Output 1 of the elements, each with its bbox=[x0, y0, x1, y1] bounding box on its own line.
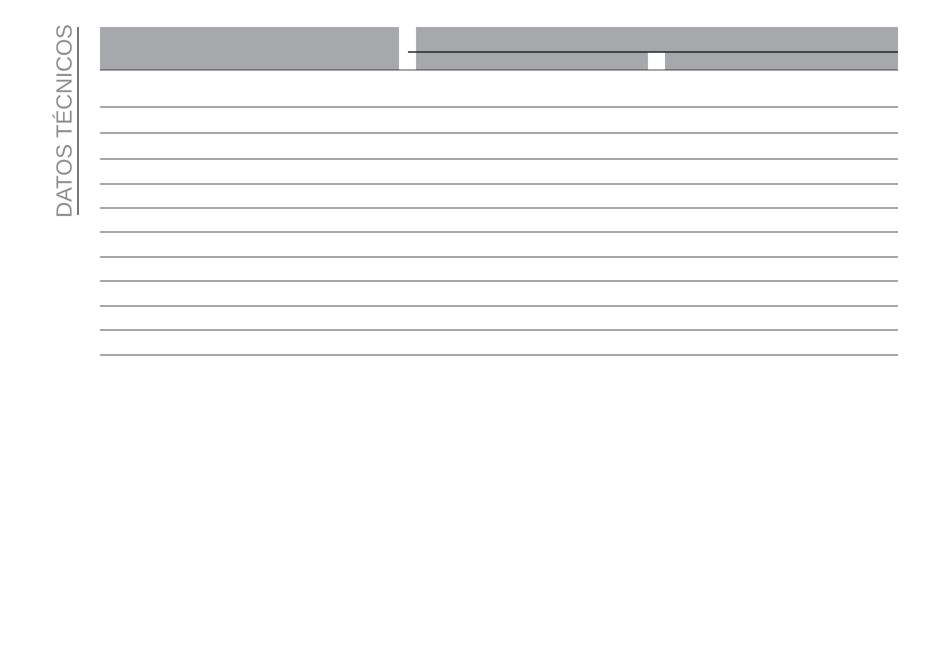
section-title: DATOS TÉCNICOS bbox=[52, 25, 72, 216]
